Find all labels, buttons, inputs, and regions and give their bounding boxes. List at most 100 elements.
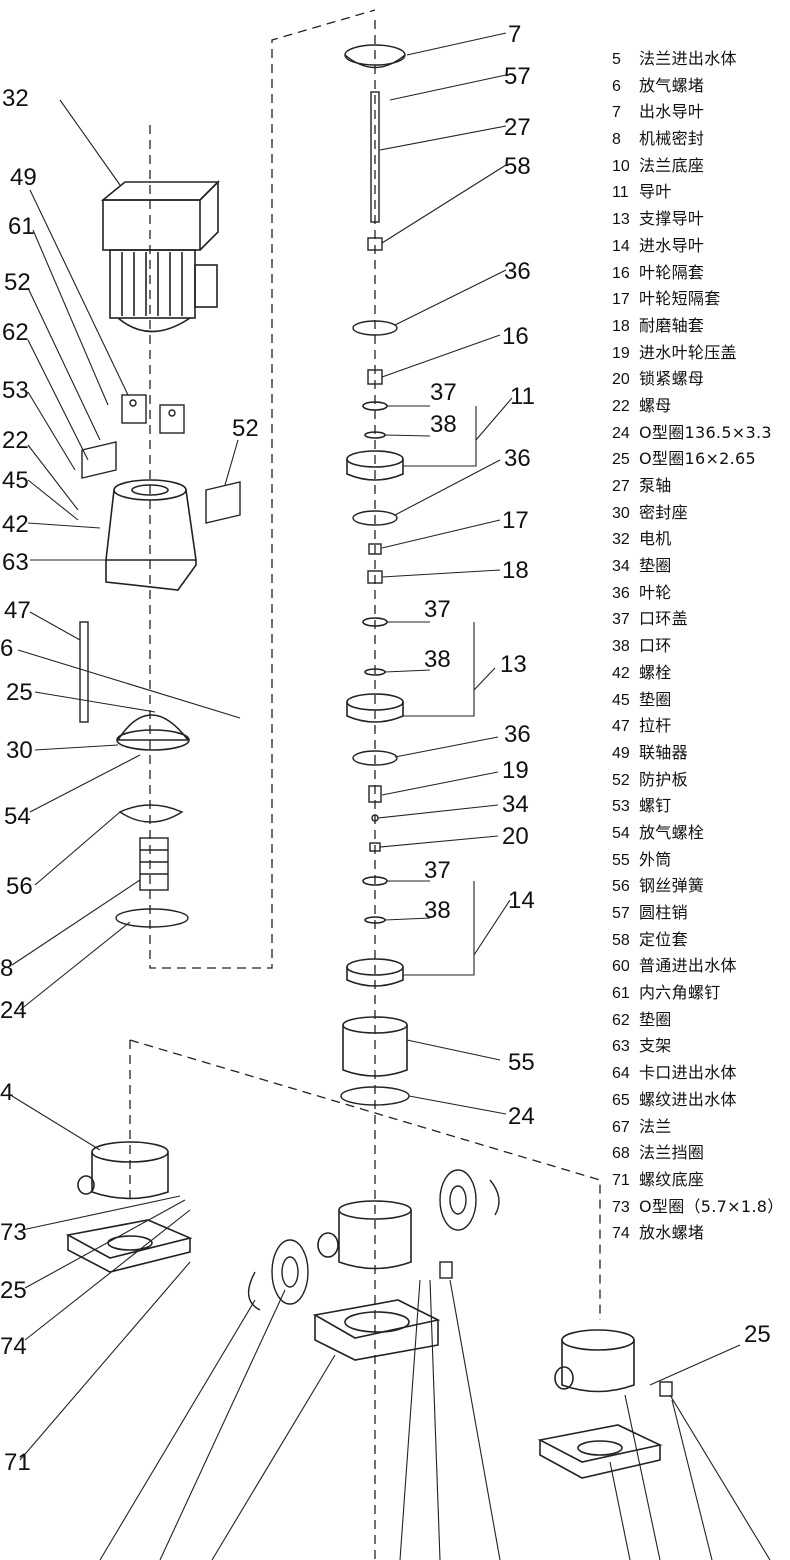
drain-plug-center [439, 1261, 453, 1279]
legend-part-name: 内六角螺钉 [639, 983, 721, 1003]
callout-32: 32 [2, 85, 29, 112]
legend-part-number: 24 [612, 424, 630, 442]
legend-part-name: 法兰 [639, 1116, 672, 1136]
callout-63: 63 [2, 549, 29, 576]
legend-part-number: 57 [612, 905, 630, 922]
legend-part-name: 进水叶轮压盖 [639, 342, 737, 362]
assembly-axis-lines [129, 9, 601, 1560]
legend-part-number: 62 [612, 1011, 630, 1029]
legend-part-name: 叶轮短隔套 [639, 289, 721, 309]
legend-part-name: 拉杆 [639, 716, 672, 736]
flange-right-67 [439, 1169, 477, 1231]
callout-4: 4 [0, 1079, 13, 1106]
legend-part-number: 37 [612, 611, 630, 629]
callout-73: 73 [0, 1219, 27, 1246]
legend-row: 73 O型圈（5.7×1.8） [612, 1194, 790, 1221]
legend-part-number: 16 [612, 264, 630, 282]
legend-row: 24 O型圈136.5×3.3 [612, 420, 790, 447]
legend-row: 17 叶轮短隔套 [612, 286, 790, 313]
seal-seat-part [116, 714, 190, 751]
legend-part-number: 34 [612, 558, 630, 576]
callout-49: 49 [10, 164, 37, 191]
inlet-guide-vane-14 [346, 876, 404, 987]
callout-36-a: 36 [504, 258, 531, 285]
legend-part-number: 68 [612, 1145, 630, 1163]
legend-part-number: 73 [612, 1198, 630, 1216]
impeller-2 [352, 510, 398, 526]
legend-part-number: 6 [612, 77, 621, 95]
legend-part-number: 17 [612, 291, 630, 309]
legend-part-name: 放水螺堵 [639, 1223, 705, 1243]
callout-17: 17 [502, 507, 529, 534]
callout-45: 45 [2, 467, 29, 494]
legend-part-name: 卡口进出水体 [639, 1063, 737, 1083]
legend-row: 64 卡口进出水体 [612, 1060, 790, 1087]
legend-part-name: 进水导叶 [639, 235, 705, 255]
impeller-1 [352, 320, 398, 336]
legend-part-number: 5 [612, 51, 621, 68]
legend-row: 68 法兰挡圈 [612, 1140, 790, 1167]
legend-part-number: 8 [612, 131, 621, 149]
callout-30: 30 [6, 737, 33, 764]
legend-part-number: 30 [612, 504, 630, 522]
clamp-housing-64 [77, 1141, 169, 1200]
legend-row: 47 拉杆 [612, 713, 790, 740]
callout-14: 14 [508, 887, 535, 914]
legend-part-name: 法兰挡圈 [639, 1143, 705, 1163]
legend-part-name: O型圈（5.7×1.8） [639, 1196, 784, 1216]
legend-part-number: 14 [612, 237, 630, 255]
legend-row: 62 垫圈 [612, 1007, 790, 1034]
callout-37-b: 37 [424, 596, 451, 623]
legend-part-number: 65 [612, 1091, 630, 1109]
legend-part-name: 出水导叶 [639, 102, 705, 122]
callout-74: 74 [0, 1333, 27, 1360]
legend-part-number: 22 [612, 397, 630, 415]
flange-left-67 [271, 1239, 309, 1305]
callout-56: 56 [6, 873, 33, 900]
callout-47: 47 [4, 597, 31, 624]
callout-7: 7 [508, 21, 521, 48]
callout-34: 34 [502, 791, 529, 818]
legend-part-number: 64 [612, 1065, 630, 1083]
callout-52-b: 52 [232, 415, 259, 442]
legend-part-name: 钢丝弹簧 [639, 876, 705, 896]
callout-25-b: 25 [0, 1277, 27, 1304]
callout-25-a: 25 [6, 679, 33, 706]
callout-52-a: 52 [4, 269, 31, 296]
guard-plate-right [205, 481, 241, 524]
callout-18: 18 [502, 557, 529, 584]
legend-part-name: 口环 [639, 636, 672, 656]
legend-part-name: 支撑导叶 [639, 209, 705, 229]
leader-lines [11, 32, 771, 1560]
o-ring-24-top [115, 908, 189, 928]
legend-part-number: 47 [612, 718, 630, 736]
callout-58: 58 [504, 153, 531, 180]
callout-36-c: 36 [504, 721, 531, 748]
threaded-housing-center [317, 1200, 412, 1270]
legend-part-name: 外筒 [639, 849, 672, 869]
legend-part-name: 电机 [639, 529, 672, 549]
legend-part-name: 螺钉 [639, 796, 672, 816]
callout-71: 71 [4, 1449, 31, 1476]
callout-62: 62 [2, 319, 29, 346]
legend-part-name: O型圈136.5×3.3 [639, 422, 772, 442]
legend-part-number: 19 [612, 344, 630, 362]
coupling-part [121, 394, 185, 434]
legend-part-name: 垫圈 [639, 1009, 672, 1029]
callout-8: 8 [0, 955, 13, 982]
